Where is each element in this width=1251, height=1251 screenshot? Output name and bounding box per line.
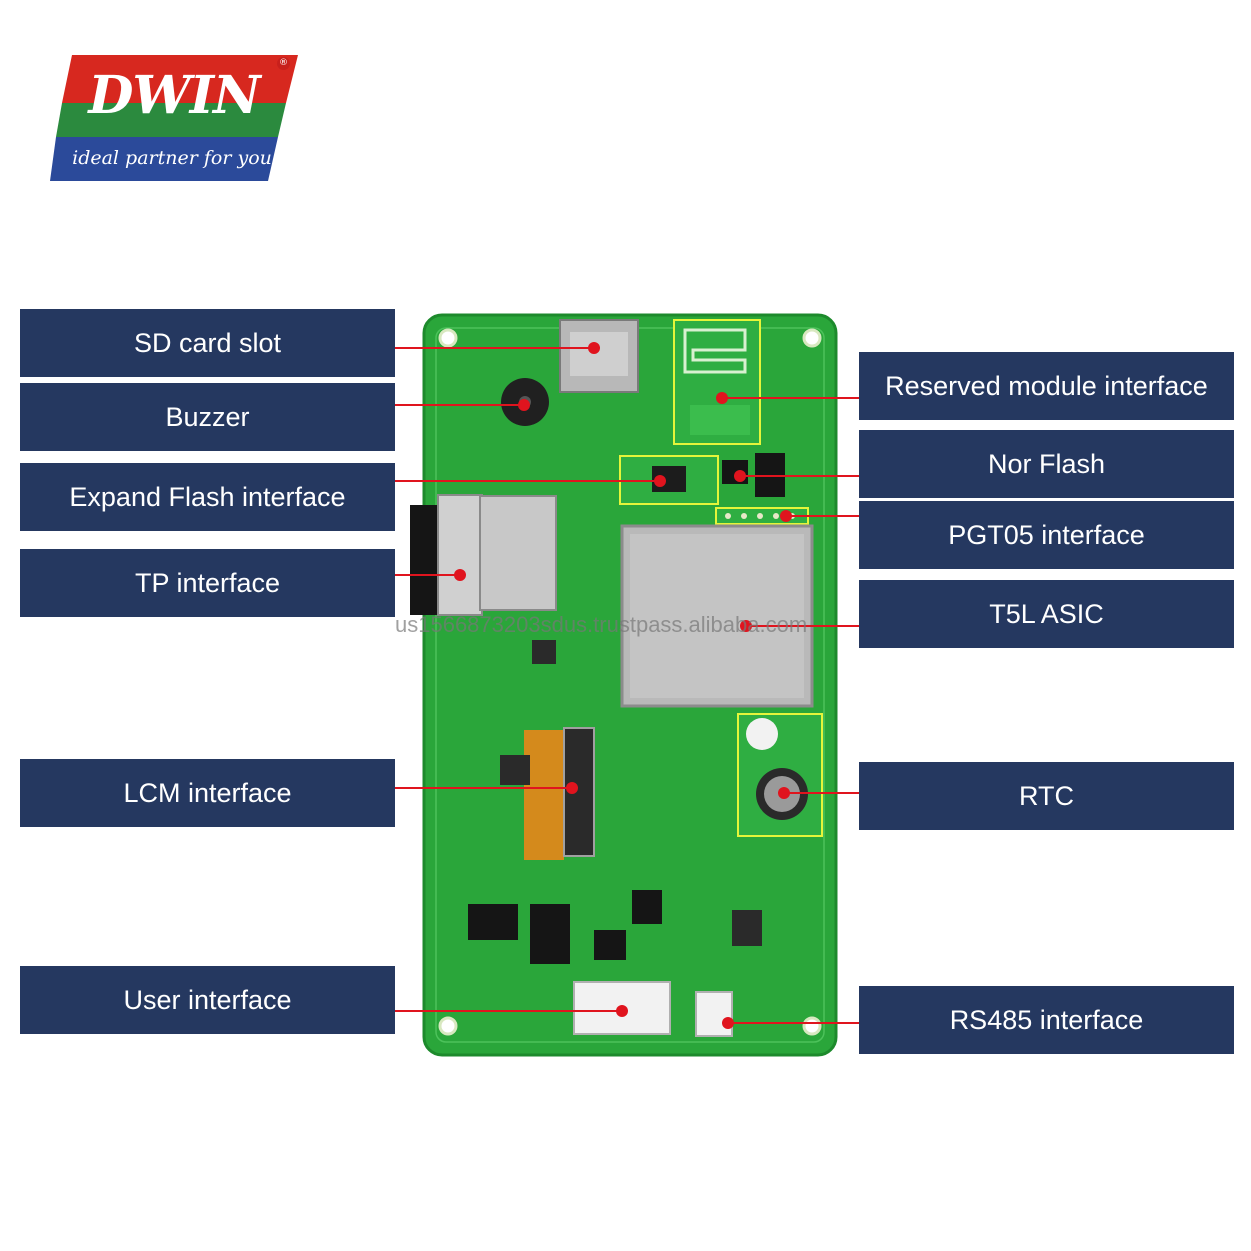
label-lcm-interface: LCM interface xyxy=(20,759,395,827)
label-tp-interface: TP interface xyxy=(20,549,395,617)
logo-background xyxy=(50,55,298,181)
label-rs485-interface: RS485 interface xyxy=(859,986,1234,1054)
label-user-interface: User interface xyxy=(20,966,395,1034)
label-buzzer: Buzzer xyxy=(20,383,395,451)
label-pgt05-interface: PGT05 interface xyxy=(859,501,1234,569)
pcb-board xyxy=(410,313,838,1057)
dwin-logo: ® DWIN ideal partner for you xyxy=(50,55,298,183)
watermark-text: us1566873203sdus.trustpass.alibaba.com xyxy=(395,612,808,637)
logo-tagline: ideal partner for you xyxy=(72,147,272,169)
label-expand-flash-interface: Expand Flash interface xyxy=(20,463,395,531)
label-nor-flash: Nor Flash xyxy=(859,430,1234,498)
label-t5l-asic: T5L ASIC xyxy=(859,580,1234,648)
label-rtc: RTC xyxy=(859,762,1234,830)
logo-brand: DWIN xyxy=(88,65,260,126)
label-reserved-module-interface: Reserved module interface xyxy=(859,352,1234,420)
label-sd-card-slot: SD card slot xyxy=(20,309,395,377)
registered-mark: ® xyxy=(277,57,290,70)
